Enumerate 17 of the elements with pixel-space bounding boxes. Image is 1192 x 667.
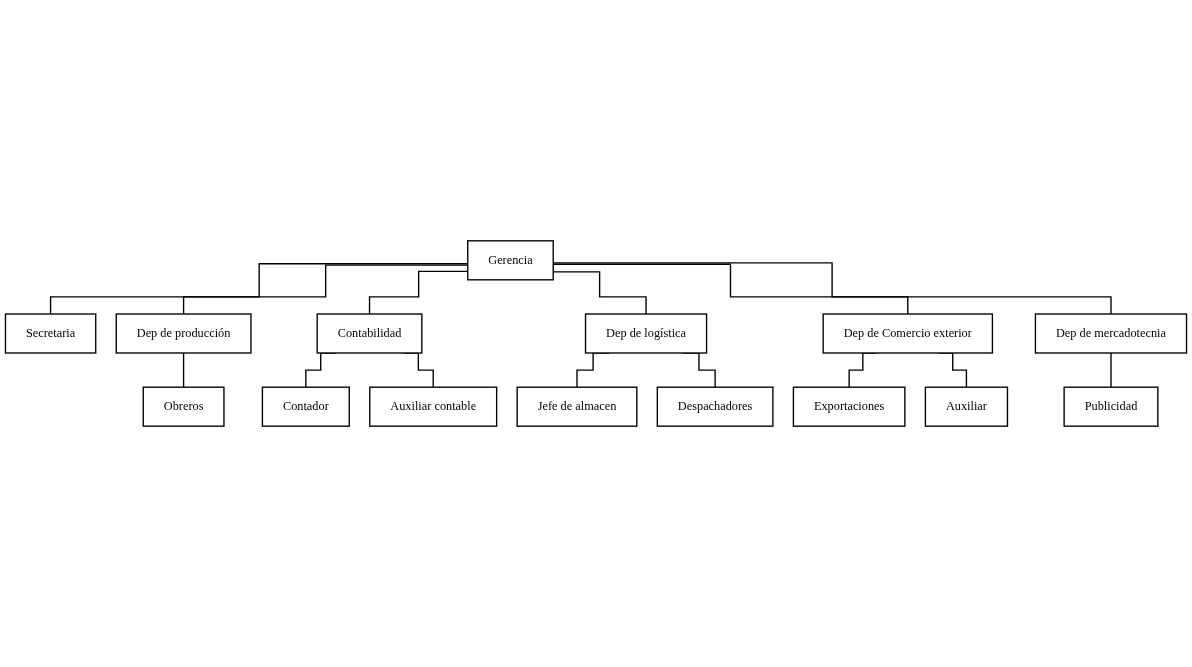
connector xyxy=(182,352,185,388)
node-box: Dep de logística xyxy=(584,313,708,354)
node-box: Contador xyxy=(261,386,350,427)
node-box: Dep de Comercio exterior xyxy=(822,313,994,354)
connector xyxy=(1110,352,1112,388)
node-box: Contabilidad xyxy=(316,313,423,354)
node-box: Despachadores xyxy=(656,386,774,427)
node-box: Dep de producción xyxy=(115,313,252,354)
node-box: Dep de mercadotecnia xyxy=(1034,313,1188,354)
node-box: Auxiliar contable xyxy=(369,386,498,427)
node-box: Gerencia xyxy=(467,240,554,281)
node-box: Jefe de almacen xyxy=(516,386,638,427)
node-box: Obreros xyxy=(142,386,225,427)
node-box: Publicidad xyxy=(1063,386,1159,427)
node-box: Secretaria xyxy=(4,313,97,354)
node-box: Exportaciones xyxy=(792,386,906,427)
node-box: Auxiliar xyxy=(924,386,1009,427)
